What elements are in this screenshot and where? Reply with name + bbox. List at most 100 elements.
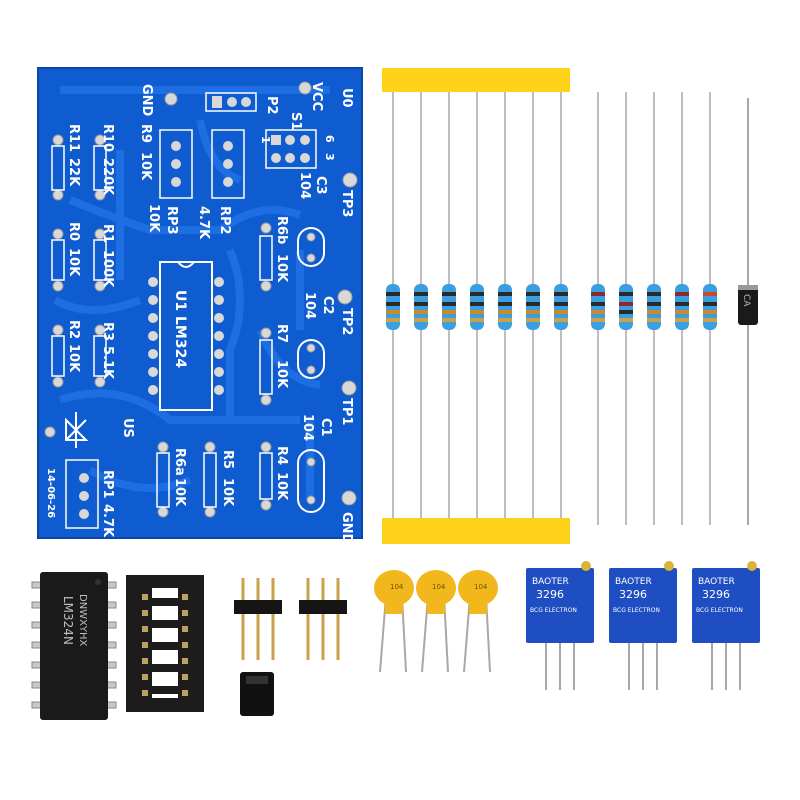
- strip-resistor: [386, 92, 400, 518]
- diode: CA: [738, 98, 758, 525]
- label-pin3: 3: [323, 153, 336, 161]
- label-rp2: RP2: [217, 206, 232, 235]
- pin-header-a: [234, 578, 282, 660]
- u1-ic-footprint: [148, 261, 224, 411]
- label-u0: U0: [339, 88, 354, 108]
- trimmer-model: 3296: [619, 588, 647, 601]
- label-s1: S1: [288, 112, 303, 130]
- ceramic-cap-marking: 104: [390, 583, 404, 591]
- loose-resistor: [647, 92, 661, 525]
- trimmer-sub: BCG ELECTRON: [530, 607, 577, 614]
- label-p2: P2: [264, 96, 279, 115]
- trimmer-brand: BAOTER: [698, 577, 735, 587]
- loose-resistor: [675, 92, 689, 525]
- ic-socket: [126, 575, 204, 712]
- label-r4: R4: [274, 446, 289, 465]
- label-r0: R0: [66, 222, 81, 241]
- pcb-pads: [44, 81, 358, 518]
- strip-resistor: [526, 92, 540, 518]
- label-c2: C2: [320, 296, 335, 315]
- label-u1: U1 LM324: [172, 290, 188, 368]
- trimmer-footprints: [65, 129, 245, 529]
- label-rp3: RP3: [164, 206, 179, 235]
- label-gnd-top: GND: [139, 84, 154, 117]
- label-c1: C1: [318, 418, 333, 437]
- label-pin6: 6: [323, 135, 336, 143]
- ceramic-capacitor: 104: [416, 570, 456, 673]
- trimmer-sub: BCG ELECTRON: [613, 607, 660, 614]
- jumper-cap: [240, 672, 274, 716]
- trimmer-brand: BAOTER: [532, 577, 569, 587]
- label-r11-value: 22K: [66, 158, 81, 187]
- label-r10-value: 220K: [100, 158, 115, 196]
- label-r2: R2: [66, 320, 81, 339]
- strip-top: [382, 68, 570, 92]
- loose-resistor: [591, 92, 605, 525]
- label-r0-value: 10K: [66, 248, 81, 277]
- label-gnd-bottom: GND: [339, 512, 354, 545]
- pin-header-b: [299, 578, 347, 660]
- label-tp3: TP3: [339, 190, 354, 217]
- loose-resistor: [703, 92, 717, 525]
- ceramic-cap-marking: 104: [474, 583, 488, 591]
- resistor-strip: [382, 68, 570, 544]
- strip-resistor: [442, 92, 456, 518]
- pcb-silkscreen: U0 VCC GND P2 S1 6 3 1 C3 104 TP3 R11 22…: [45, 82, 354, 545]
- label-rp1-value: 4.7K: [100, 504, 115, 538]
- strip-bottom: [382, 518, 570, 544]
- lm324-ic: DNWXYHX LM324N: [31, 572, 117, 720]
- resistor-outlines: [51, 145, 273, 508]
- label-r9-value: 10K: [138, 152, 153, 181]
- strip-resistor: [554, 92, 568, 518]
- capacitor-outlines: [297, 227, 325, 513]
- label-c3-value: 104: [297, 172, 312, 199]
- ic-marking: LM324N: [61, 596, 75, 645]
- label-r3-value: 5.1K: [100, 346, 115, 380]
- trimmer-brand: BAOTER: [615, 577, 652, 587]
- label-r1: R1: [100, 224, 115, 243]
- trimmer-model: 3296: [536, 588, 564, 601]
- label-tp2: TP2: [339, 308, 354, 335]
- label-r7: R7: [274, 324, 289, 343]
- label-r5: R5: [220, 450, 235, 469]
- label-r2-value: 10K: [66, 344, 81, 373]
- strip-resistor: [414, 92, 428, 518]
- label-c2-value: 104: [302, 292, 317, 319]
- loose-resistor: [619, 92, 633, 525]
- p2-header-footprint: [205, 92, 257, 112]
- label-r6a-value: 10K: [172, 478, 187, 507]
- label-r7-value: 10K: [274, 360, 289, 389]
- s1-header-footprint: [265, 129, 317, 169]
- label-tp1: TP1: [339, 398, 354, 425]
- label-r11: R11: [66, 124, 81, 152]
- label-date-code: 14-06-26: [45, 468, 56, 518]
- label-r10: R10: [100, 124, 115, 152]
- label-r4-value: 10K: [274, 472, 289, 501]
- loose-resistors: [591, 92, 717, 525]
- label-rp1: RP1: [100, 470, 115, 499]
- ceramic-capacitor: 104: [458, 570, 498, 673]
- label-rp2-value: 4.7K: [196, 206, 211, 240]
- diode-symbol: [65, 412, 89, 448]
- diode-marking: CA: [741, 294, 751, 307]
- ic-logo: DNWXYHX: [77, 594, 88, 647]
- ceramic-cap-marking: 104: [432, 583, 446, 591]
- label-rp3-value: 10K: [146, 204, 161, 233]
- pcb-board: U0 VCC GND P2 S1 6 3 1 C3 104 TP3 R11 22…: [37, 67, 363, 545]
- label-us: US: [120, 418, 135, 438]
- label-r6b: R6b: [274, 216, 289, 244]
- label-r9: R9: [138, 124, 153, 143]
- label-c3: C3: [313, 176, 328, 195]
- trimmer-model: 3296: [702, 588, 730, 601]
- strip-resistor: [470, 92, 484, 518]
- label-r1-value: 100K: [100, 250, 115, 288]
- label-pin1: 1: [259, 136, 272, 144]
- label-c1-value: 104: [300, 414, 315, 441]
- label-r6a: R6a: [172, 448, 187, 476]
- label-r6b-value: 10K: [274, 254, 289, 283]
- trimmer-sub: BCG ELECTRON: [696, 607, 743, 614]
